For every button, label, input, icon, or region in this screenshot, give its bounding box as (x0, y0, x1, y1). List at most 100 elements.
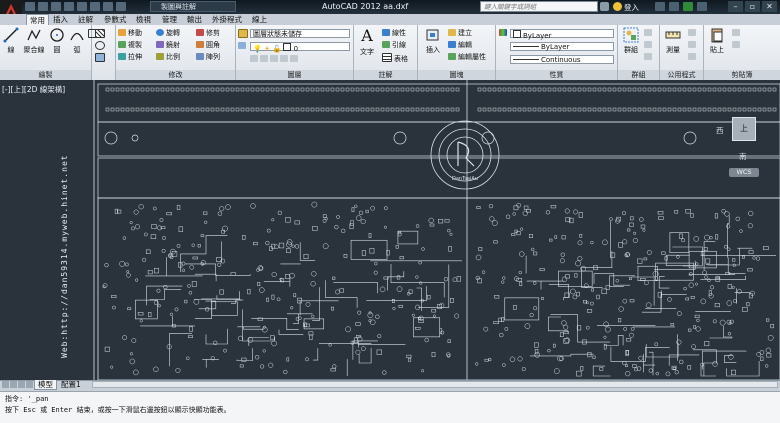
linear-dimension-button[interactable]: 線性 (382, 29, 406, 38)
layer-state-combo[interactable]: 圖層狀態未儲存 (250, 29, 350, 38)
login-button[interactable]: 登入 (624, 3, 639, 12)
wcs-menu[interactable]: WCS (729, 168, 759, 177)
region-icon[interactable] (95, 53, 107, 64)
stretch-icon (118, 53, 126, 60)
ungroup-icon[interactable] (644, 29, 654, 38)
move-button[interactable]: 移動 (118, 29, 142, 38)
lineweight-combo[interactable]: ByLayer (510, 42, 614, 51)
ellipse-icon[interactable] (95, 41, 107, 52)
quick-select-icon[interactable] (688, 29, 698, 38)
rotate-button[interactable]: 旋轉 (156, 29, 180, 38)
layer-match-icon[interactable] (290, 55, 298, 62)
mirror-button[interactable]: 鏡射 (156, 41, 180, 50)
tab-insert[interactable]: 插入 (53, 15, 68, 24)
cut-icon[interactable] (732, 29, 742, 38)
layer-lock-icon[interactable] (280, 55, 288, 62)
block-panel-title[interactable]: 圖塊 (418, 70, 495, 80)
scale-button[interactable]: 比例 (156, 53, 180, 62)
tab-output[interactable]: 輸出 (187, 15, 202, 24)
minimize-button[interactable]: – (728, 1, 743, 12)
linetype-combo[interactable]: Continuous (510, 55, 614, 64)
horizontal-scrollbar[interactable] (92, 381, 778, 388)
color-combo[interactable]: ByLayer (510, 29, 614, 40)
fillet-button[interactable]: 圓角 (196, 41, 220, 50)
modify-panel-title[interactable]: 修改 (116, 70, 235, 80)
search-icon[interactable] (600, 2, 609, 11)
new-icon[interactable] (25, 2, 35, 11)
communication-center-icon[interactable] (655, 2, 665, 11)
table-button[interactable]: 表格 (382, 53, 408, 64)
circle-button[interactable]: 圓 (48, 27, 66, 55)
tab-online[interactable]: 線上 (252, 15, 267, 24)
utilities-panel-title[interactable]: 公用程式 (660, 70, 703, 80)
text-button[interactable]: A 文字 (356, 27, 378, 57)
viewcube-top[interactable]: 上 (732, 117, 756, 141)
open-icon[interactable] (38, 2, 48, 11)
layer-combo[interactable]: 💡 ☀ 🔓 0 (250, 42, 350, 53)
tab-manage[interactable]: 管理 (162, 15, 177, 24)
calculator-icon[interactable] (688, 41, 698, 50)
arc-button[interactable]: 弧 (68, 27, 86, 55)
group-edit-icon[interactable] (644, 41, 654, 50)
help-search-input[interactable]: 鍵入關鍵字或詞組 (480, 1, 598, 12)
create-block-button[interactable]: 建立 (448, 29, 472, 38)
copy-clip-icon[interactable] (732, 41, 742, 50)
qa-dropdown-icon[interactable] (116, 2, 126, 11)
undo-icon[interactable] (90, 2, 100, 11)
viewcube-west[interactable]: 西 (716, 126, 724, 135)
layer-off-icon[interactable] (250, 55, 258, 62)
tab-plugins[interactable]: 外掛程式 (212, 15, 242, 24)
first-layout-icon[interactable] (2, 381, 9, 388)
prev-layout-icon[interactable] (10, 381, 17, 388)
help-icon[interactable] (697, 2, 707, 11)
line-button[interactable]: 線 (2, 27, 20, 55)
layer-isolate-icon[interactable] (260, 55, 268, 62)
paste-button[interactable]: 貼上 (706, 27, 728, 55)
drawing-canvas[interactable]: DanTsaiAu [-][上][2D 線架構] Web:http://dan5… (0, 80, 780, 380)
viewcube-south[interactable]: 南 (739, 152, 747, 161)
tab-annotate[interactable]: 註解 (78, 15, 93, 24)
group-button[interactable]: 群組 (620, 27, 642, 55)
edit-block-button[interactable]: 編輯 (448, 41, 472, 50)
group-select-icon[interactable] (644, 53, 654, 62)
plot-icon[interactable] (77, 2, 87, 11)
groups-panel-title[interactable]: 群組 (618, 70, 659, 80)
workspace-dropdown[interactable]: 製圖與註解 (150, 1, 236, 12)
trim-button[interactable]: 修剪 (196, 29, 220, 38)
stretch-button[interactable]: 拉伸 (118, 53, 142, 62)
layer-properties-icon[interactable] (238, 29, 250, 40)
leader-button[interactable]: 引線 (382, 41, 406, 50)
array-button[interactable]: 陣列 (196, 53, 220, 62)
tab-parametric[interactable]: 參數式 (104, 15, 127, 24)
layer-freeze-icon[interactable] (270, 55, 278, 62)
command-window[interactable]: 指令: '_pan 按下 Esc 或 Enter 結束，或按一下滑鼠右邊按鈕以顯… (0, 391, 780, 423)
hatch-icon[interactable] (95, 29, 107, 40)
edit-attributes-button[interactable]: 編輯屬性 (448, 53, 486, 62)
tab-layout1[interactable]: 配置1 (61, 380, 81, 389)
maximize-button[interactable]: ▫ (745, 1, 760, 12)
close-button[interactable]: ✕ (762, 1, 777, 12)
insert-button[interactable]: 插入 (421, 27, 445, 55)
properties-panel-title[interactable]: 性質 (496, 70, 617, 80)
layer-tools-icon[interactable] (238, 42, 248, 51)
layers-panel-title[interactable]: 圖層 (236, 70, 353, 80)
draw-panel-title[interactable]: 繪製 (0, 70, 91, 80)
tab-home[interactable]: 常用 (26, 14, 49, 25)
redo-icon[interactable] (103, 2, 113, 11)
match-properties-icon[interactable] (499, 29, 509, 38)
viewport-label[interactable]: [-][上][2D 線架構] (2, 85, 66, 94)
id-point-icon[interactable] (688, 53, 698, 62)
tab-view[interactable]: 檢視 (136, 15, 151, 24)
polyline-button[interactable]: 聚合線 (22, 27, 46, 55)
star-icon[interactable] (669, 2, 679, 11)
annotation-panel-title[interactable]: 註解 (354, 70, 417, 80)
exchange-icon[interactable] (683, 2, 693, 11)
measure-button[interactable]: 測量 (662, 27, 684, 55)
save-icon[interactable] (51, 2, 61, 11)
next-layout-icon[interactable] (18, 381, 25, 388)
tab-model[interactable]: 模型 (34, 380, 57, 390)
save-as-icon[interactable] (64, 2, 74, 11)
copy-button[interactable]: 複製 (118, 41, 142, 50)
clipboard-panel-title[interactable]: 剪貼簿 (704, 70, 780, 80)
last-layout-icon[interactable] (26, 381, 33, 388)
